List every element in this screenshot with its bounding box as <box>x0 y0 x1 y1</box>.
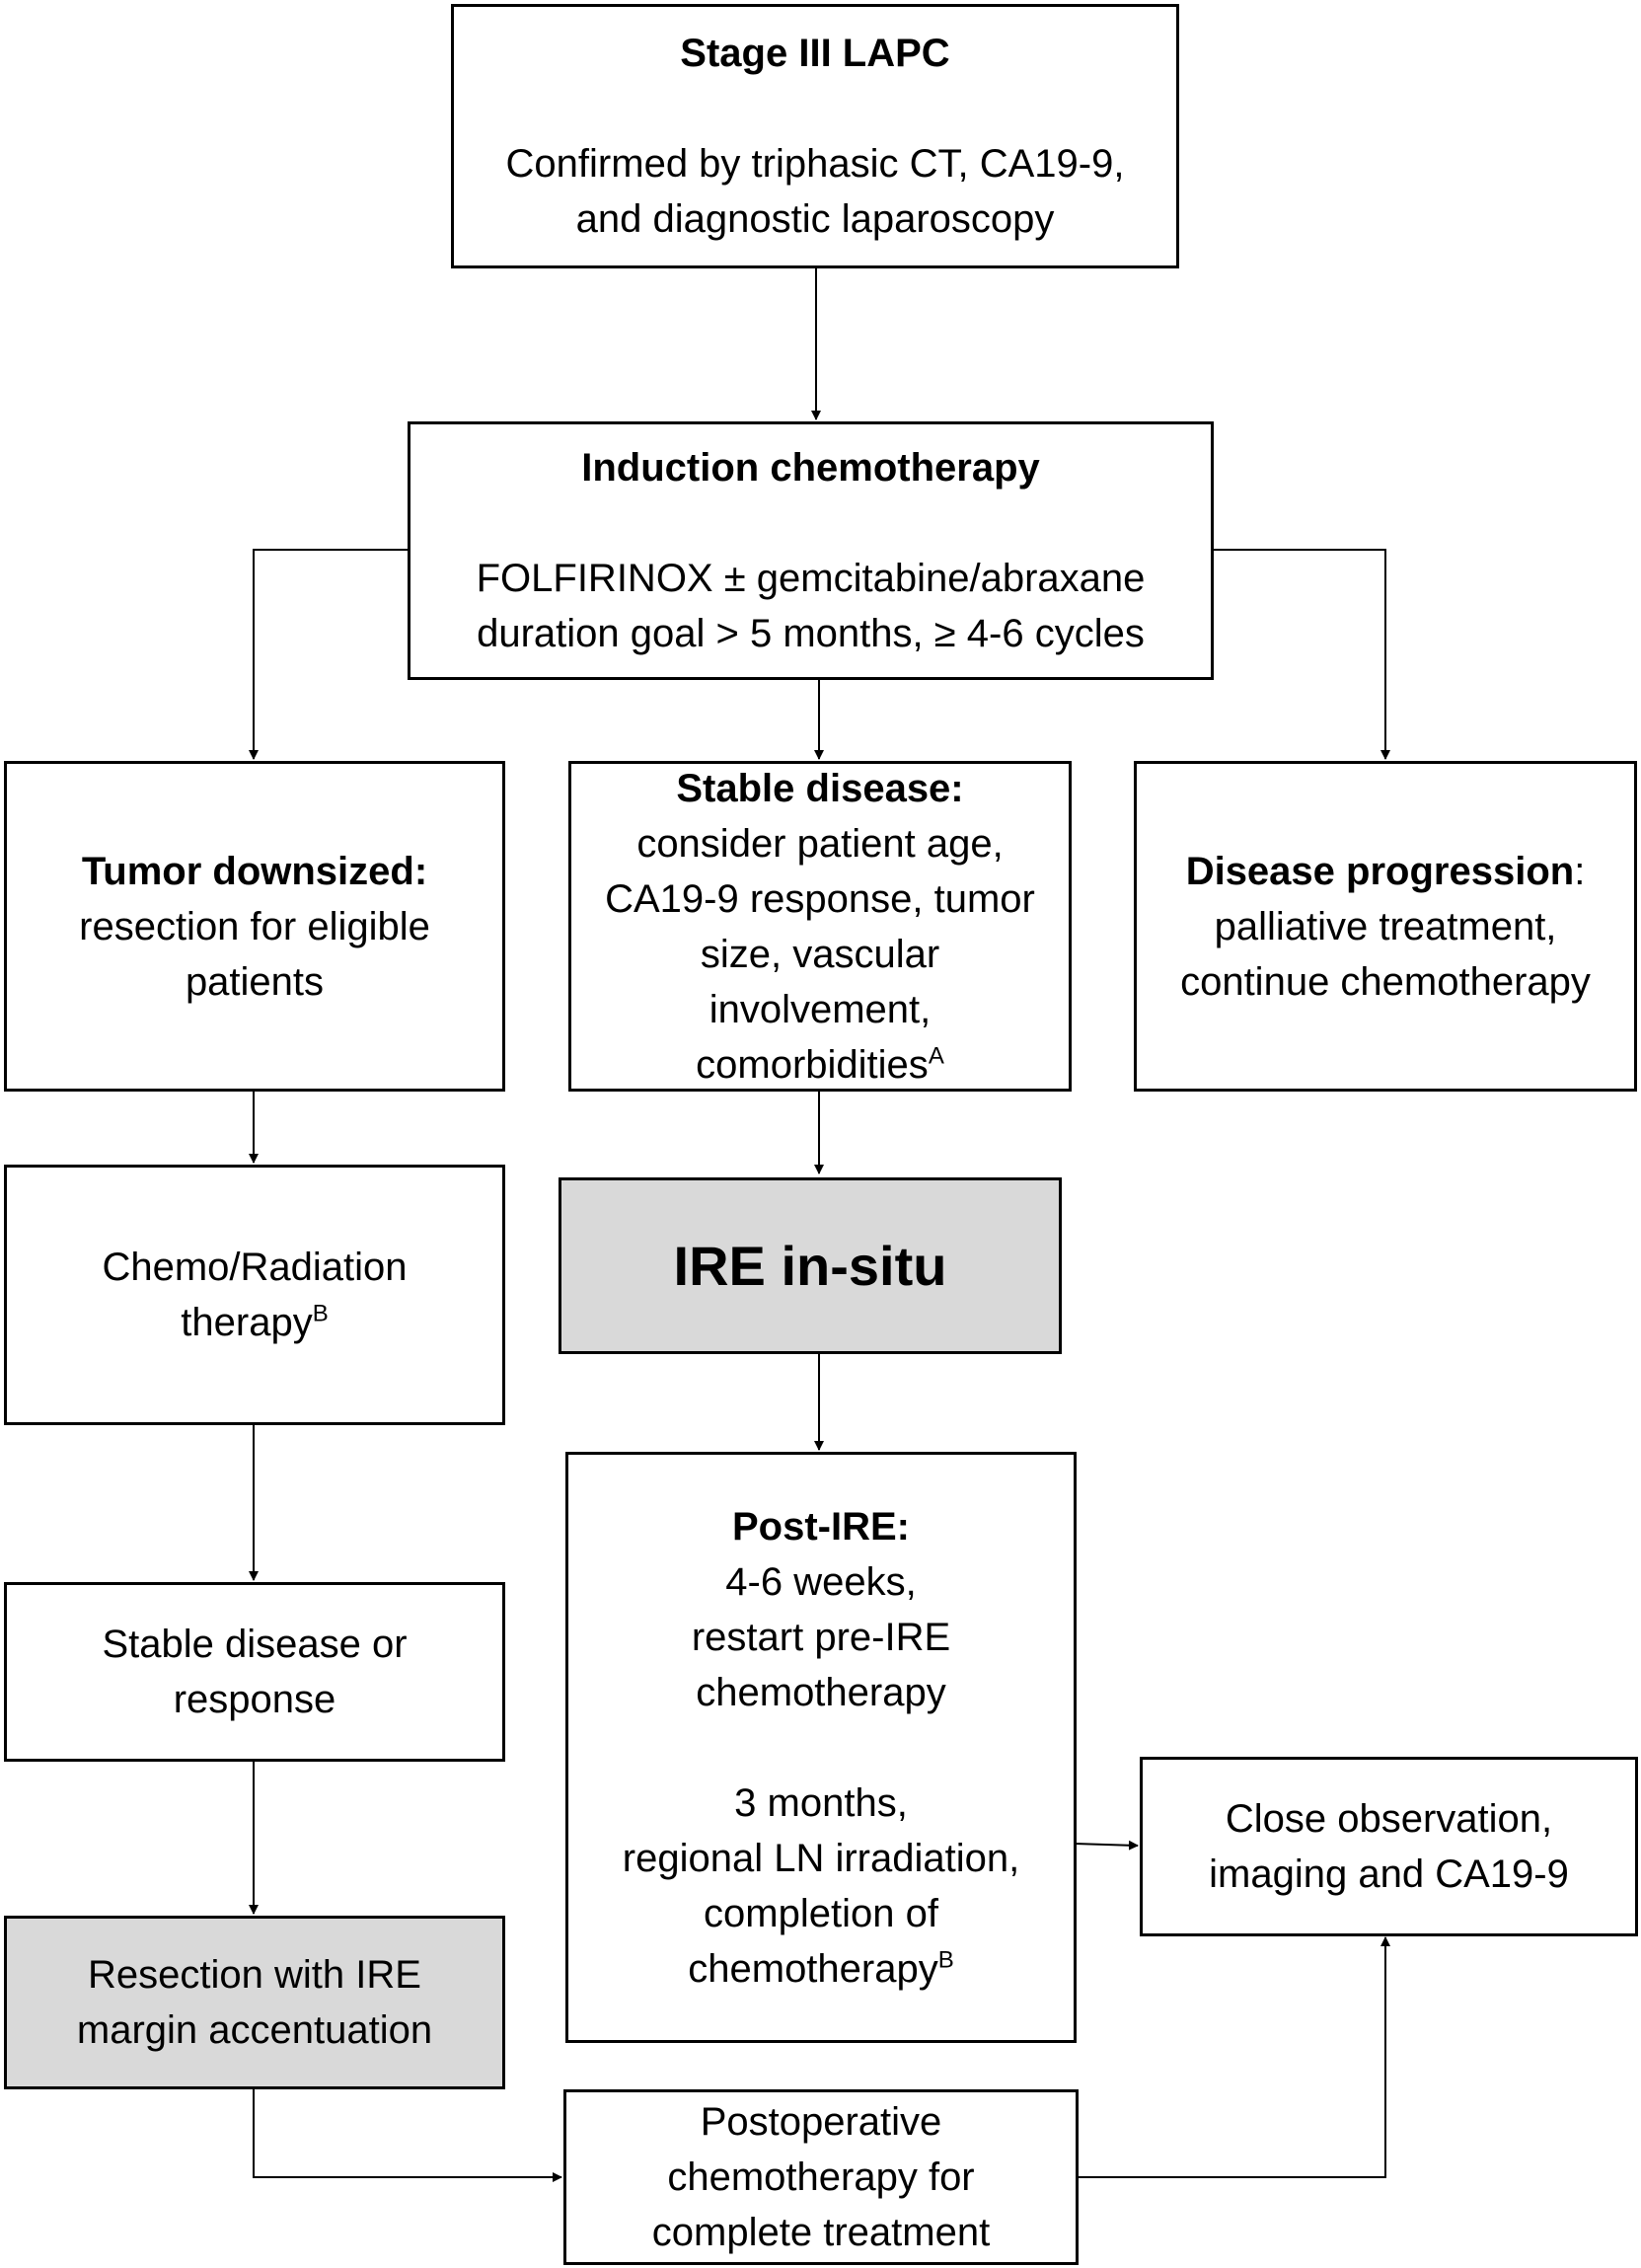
postire-line-3: chemotherapy <box>696 1670 946 1714</box>
induction-line-1: FOLFIRINOX ± gemcitabine/abraxane <box>476 557 1146 600</box>
post-ire-box: Post-IRE: 4-6 weeks, restart pre-IRE che… <box>565 1452 1077 2043</box>
arrow-postop-to-observation <box>1078 1936 1390 2178</box>
arrow-induction-to-progression <box>1212 549 1390 760</box>
ire-title: IRE in-situ <box>673 1234 947 1297</box>
close-observation-box: Close observation, imaging and CA19-9 <box>1140 1757 1638 1936</box>
stage-title: Stage III LAPC <box>680 32 950 75</box>
progression-title-line: Disease progression: <box>1186 844 1586 899</box>
induction-line-2: duration goal > 5 months, ≥ 4-6 cycles <box>477 612 1145 655</box>
footnote-b-marker: B <box>937 1946 954 1974</box>
chemorad-line-2: therapyB <box>181 1295 328 1350</box>
chemorad-line-1: Chemo/Radiation <box>102 1246 408 1289</box>
ire-in-situ-box: IRE in-situ <box>559 1177 1062 1354</box>
stable-line-2: CA19-9 response, tumor <box>605 876 1035 921</box>
arrow-induction-to-downsized <box>249 549 409 760</box>
downsized-title: Tumor downsized: <box>81 849 428 893</box>
chemo-radiation-box: Chemo/Radiation therapyB <box>4 1165 505 1425</box>
stage-iii-lapc-box: Stage III LAPC Confirmed by triphasic CT… <box>451 4 1179 268</box>
stable-title: Stable disease: <box>676 766 964 810</box>
progression-colon: : <box>1574 849 1586 893</box>
postoperative-chemotherapy-box: Postoperative chemotherapy for complete … <box>563 2089 1079 2265</box>
postop-line-3: complete treatment <box>651 2211 991 2254</box>
stage-line-1: Confirmed by triphasic CT, CA19-9, <box>505 142 1125 186</box>
tumor-downsized-box: Tumor downsized: resection for eligible … <box>4 761 505 1092</box>
stable-resp-line-2: response <box>173 1678 336 1721</box>
stage-line-2: and diagnostic laparoscopy <box>575 197 1055 241</box>
stable-line-5: comorbiditiesA <box>696 1037 944 1093</box>
progression-title: Disease progression <box>1185 849 1575 893</box>
footnote-a-marker: A <box>928 1042 944 1070</box>
downsized-line-1: resection for eligible <box>79 904 430 948</box>
postop-line-1: Postoperative <box>700 2100 942 2144</box>
stable-disease-box: Stable disease: consider patient age, CA… <box>568 761 1072 1092</box>
disease-progression-box: Disease progression: palliative treatmen… <box>1134 761 1637 1092</box>
postire-title: Post-IRE: <box>732 1504 910 1549</box>
postire-line-2: restart pre-IRE <box>691 1615 951 1659</box>
stable-resp-line-1: Stable disease or <box>102 1623 408 1666</box>
arrow-resection-to-postop <box>253 2088 562 2182</box>
resection-line-2: margin accentuation <box>76 2008 433 2052</box>
stable-line-1: consider patient age, <box>636 821 1004 866</box>
resection-box: Resection with IRE margin accentuation <box>4 1916 505 2089</box>
chemorad-line-2-text: therapy <box>181 1301 313 1344</box>
observation-line-2: imaging and CA19-9 <box>1209 1852 1569 1896</box>
observation-line-1: Close observation, <box>1225 1797 1553 1841</box>
postire-line-1: 4-6 weeks, <box>725 1559 917 1604</box>
postop-line-2: chemotherapy for <box>667 2155 975 2199</box>
stable-or-response-box: Stable disease or response <box>4 1582 505 1762</box>
induction-title: Induction chemotherapy <box>581 446 1040 490</box>
stable-line-4: involvement, <box>709 987 932 1031</box>
stable-line-5-text: comorbidities <box>696 1042 929 1087</box>
progression-line-1: palliative treatment, <box>1214 904 1557 948</box>
postire-line-7: chemotherapyB <box>688 1941 954 1997</box>
arrow-postire-to-observation <box>1074 1840 1139 1851</box>
resection-line-1: Resection with IRE <box>88 1953 421 1997</box>
postire-line-4: 3 months, <box>734 1780 908 1825</box>
postire-line-7-text: chemotherapy <box>688 1946 938 1991</box>
induction-chemotherapy-box: Induction chemotherapy FOLFIRINOX ± gemc… <box>408 421 1214 680</box>
progression-line-2: continue chemotherapy <box>1180 959 1591 1004</box>
postire-line-6: completion of <box>704 1891 938 1935</box>
footnote-b-marker: B <box>312 1300 329 1327</box>
postire-line-5: regional LN irradiation, <box>622 1836 1020 1880</box>
downsized-line-2: patients <box>185 959 325 1004</box>
stable-line-3: size, vascular <box>700 932 940 976</box>
